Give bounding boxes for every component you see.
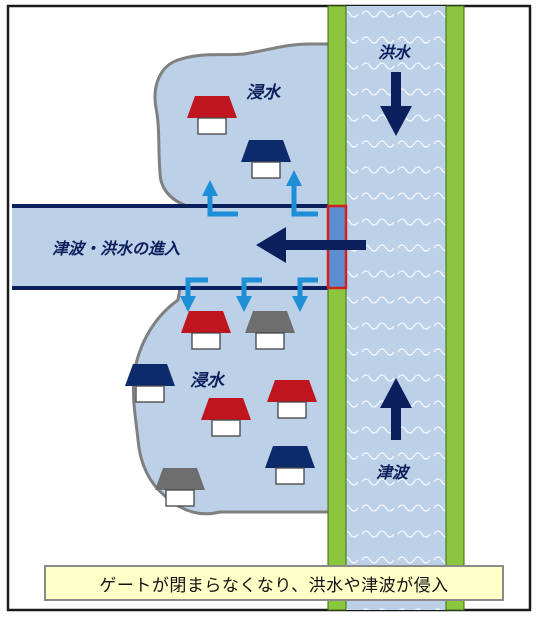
house-navy	[265, 446, 315, 485]
house-gray	[245, 311, 295, 350]
label-river-flood: 洪水	[378, 43, 412, 62]
caption-box: ゲートが閉まらなくなり、洪水や津波が侵入	[44, 565, 504, 601]
arrow-tsunami-up	[380, 378, 412, 440]
arrow-overflow-upper-1	[207, 194, 238, 217]
embankment-left	[327, 5, 347, 611]
house-navy	[241, 140, 291, 179]
house-red	[201, 398, 251, 437]
arrow-flood-down	[380, 72, 412, 136]
arrow-intrusion-left	[256, 227, 366, 263]
house-red	[187, 96, 237, 135]
house-red	[267, 380, 317, 419]
caption-text: ゲートが閉まらなくなり、洪水や津波が侵入	[99, 575, 449, 596]
arrow-overflow-lower-2	[241, 277, 262, 298]
arrow-overflow-lower-3	[297, 277, 318, 298]
house-red	[181, 311, 231, 350]
house-navy	[125, 364, 175, 403]
arrow-overflow-lower-1	[185, 277, 208, 298]
embankment-right	[445, 5, 465, 611]
house-gray	[155, 468, 205, 507]
label-flood-upper: 浸水	[246, 83, 282, 103]
arrowhead-upper-2	[286, 170, 302, 186]
arrowhead-lower-1	[180, 296, 196, 312]
label-flood-lower: 浸水	[190, 371, 226, 391]
flood-area-upper	[153, 42, 332, 208]
arrowhead-lower-2	[236, 296, 252, 312]
label-tsunami: 津波	[376, 463, 411, 482]
arrowhead-upper-1	[202, 180, 218, 196]
label-intrusion: 津波・洪水の進入	[52, 239, 180, 258]
arrowhead-lower-3	[292, 296, 308, 312]
arrow-overflow-upper-2	[291, 184, 318, 217]
